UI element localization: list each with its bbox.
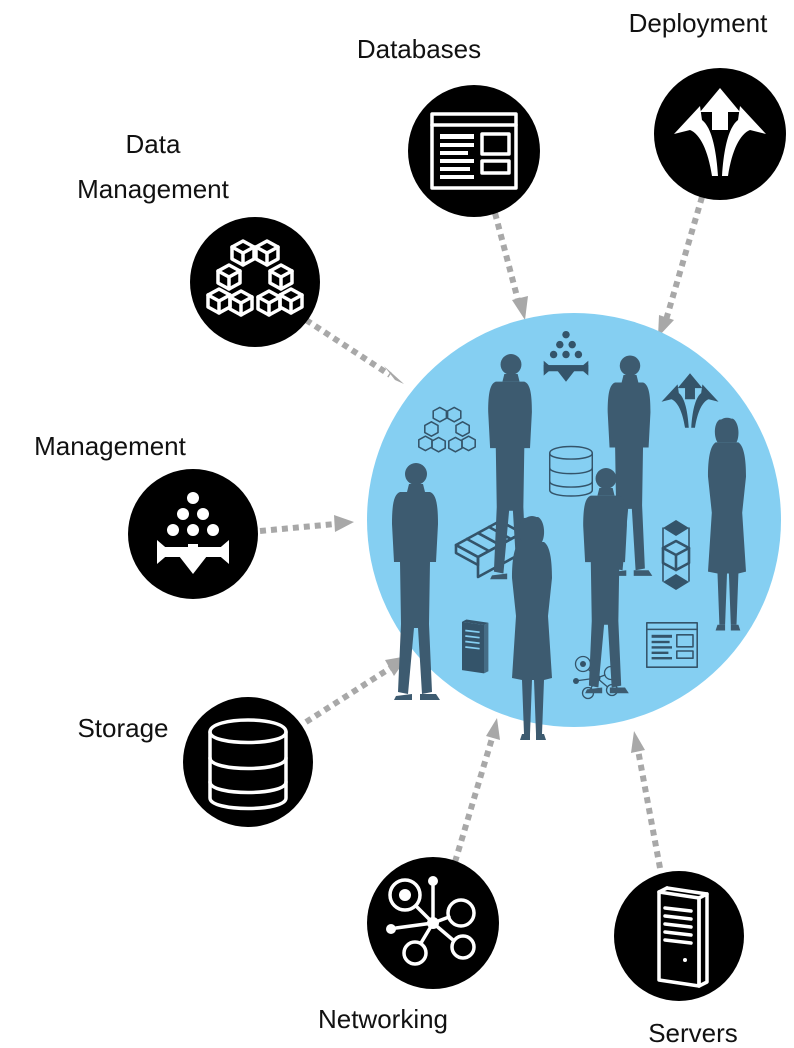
node-servers-circle: [614, 871, 744, 1001]
node-deployment[interactable]: Deployment: [629, 8, 786, 200]
node-databases[interactable]: Databases: [357, 34, 540, 217]
node-deployment-circle: [654, 68, 786, 200]
node-databases-circle: [408, 85, 540, 217]
hub-servers-icon: [462, 619, 489, 674]
arrow-databases: [492, 212, 528, 320]
node-servers-label: Servers: [648, 1018, 738, 1048]
node-management[interactable]: Management: [34, 431, 258, 599]
node-storage-label: Storage: [77, 713, 168, 743]
hub-management-icon: [543, 330, 589, 382]
arrow-servers: [631, 731, 663, 869]
hub-databases-icon: [646, 622, 698, 668]
hub-deployment-icon: [661, 373, 719, 428]
node-data-management-label-line2: Management: [77, 174, 230, 204]
connectors: [259, 196, 705, 869]
arrow-storage: [304, 656, 408, 725]
hub-storage-icon: [548, 445, 594, 497]
node-databases-label: Databases: [357, 34, 481, 64]
node-networking-label: Networking: [318, 1004, 448, 1034]
arrow-deployment: [658, 196, 705, 337]
node-deployment-label: Deployment: [629, 8, 769, 38]
hub-data-management-icon: [418, 406, 476, 453]
node-data-management[interactable]: Data Management: [77, 129, 320, 347]
arrow-networking: [452, 718, 500, 863]
node-storage[interactable]: Storage: [77, 697, 313, 827]
node-networking[interactable]: Networking: [318, 857, 499, 1034]
node-data-management-circle: [190, 217, 320, 347]
node-storage-circle: [183, 697, 313, 827]
hub-stack-icon: [661, 520, 691, 590]
hub: [367, 313, 781, 740]
node-management-label: Management: [34, 431, 187, 461]
arrow-management: [259, 515, 354, 534]
node-servers[interactable]: Servers: [614, 871, 744, 1048]
arrow-data-management: [304, 317, 404, 384]
node-data-management-label-line1: Data: [126, 129, 181, 159]
